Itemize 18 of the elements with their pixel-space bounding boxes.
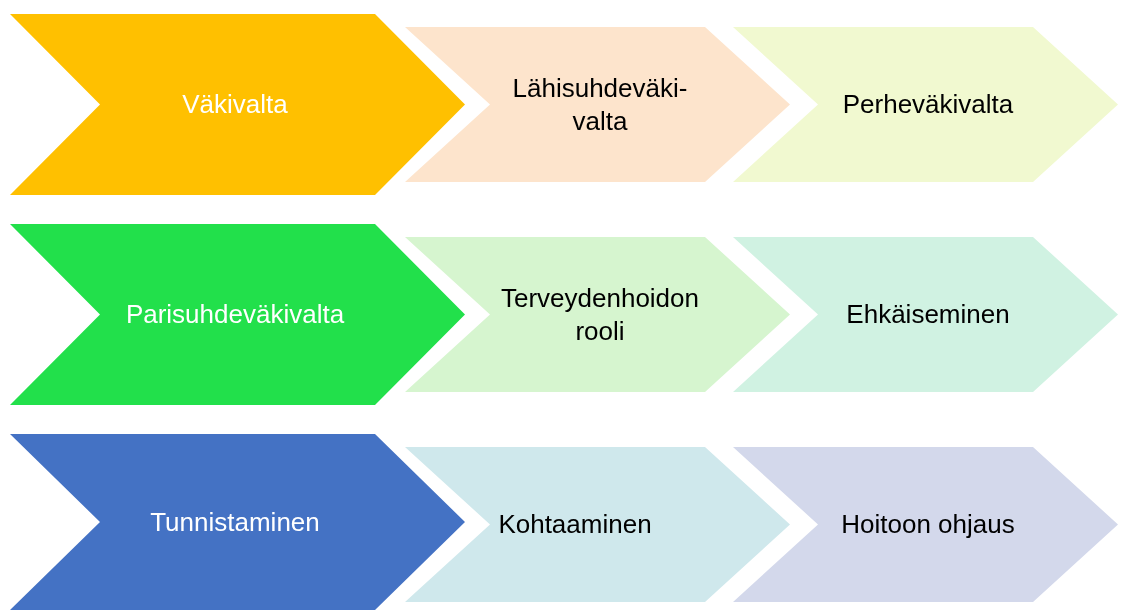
chevron-step	[10, 14, 465, 195]
step-label: Väkivalta	[182, 88, 288, 121]
step-label: Hoitoon ohjaus	[841, 508, 1015, 541]
chevron-step	[733, 447, 1118, 602]
chevron-step	[733, 237, 1118, 392]
chevron-step	[10, 224, 465, 405]
step-label: Perheväkivalta	[842, 88, 1014, 121]
step-label: Ehkäiseminen	[846, 298, 1010, 331]
chevron-step	[405, 237, 790, 392]
step-label: Kohtaaminen	[498, 508, 652, 541]
chevron-step	[733, 27, 1118, 182]
step-label: Parisuhdeväkivalta	[125, 298, 345, 331]
chevron-step	[10, 434, 465, 610]
chevron-step	[405, 447, 790, 602]
step-label: Tunnistaminen	[150, 505, 320, 539]
step-label: Lähisuhdeväki- valta	[511, 72, 689, 137]
step-label: Terveydenhoidon rooli	[499, 282, 700, 347]
chevron-step	[405, 27, 790, 182]
